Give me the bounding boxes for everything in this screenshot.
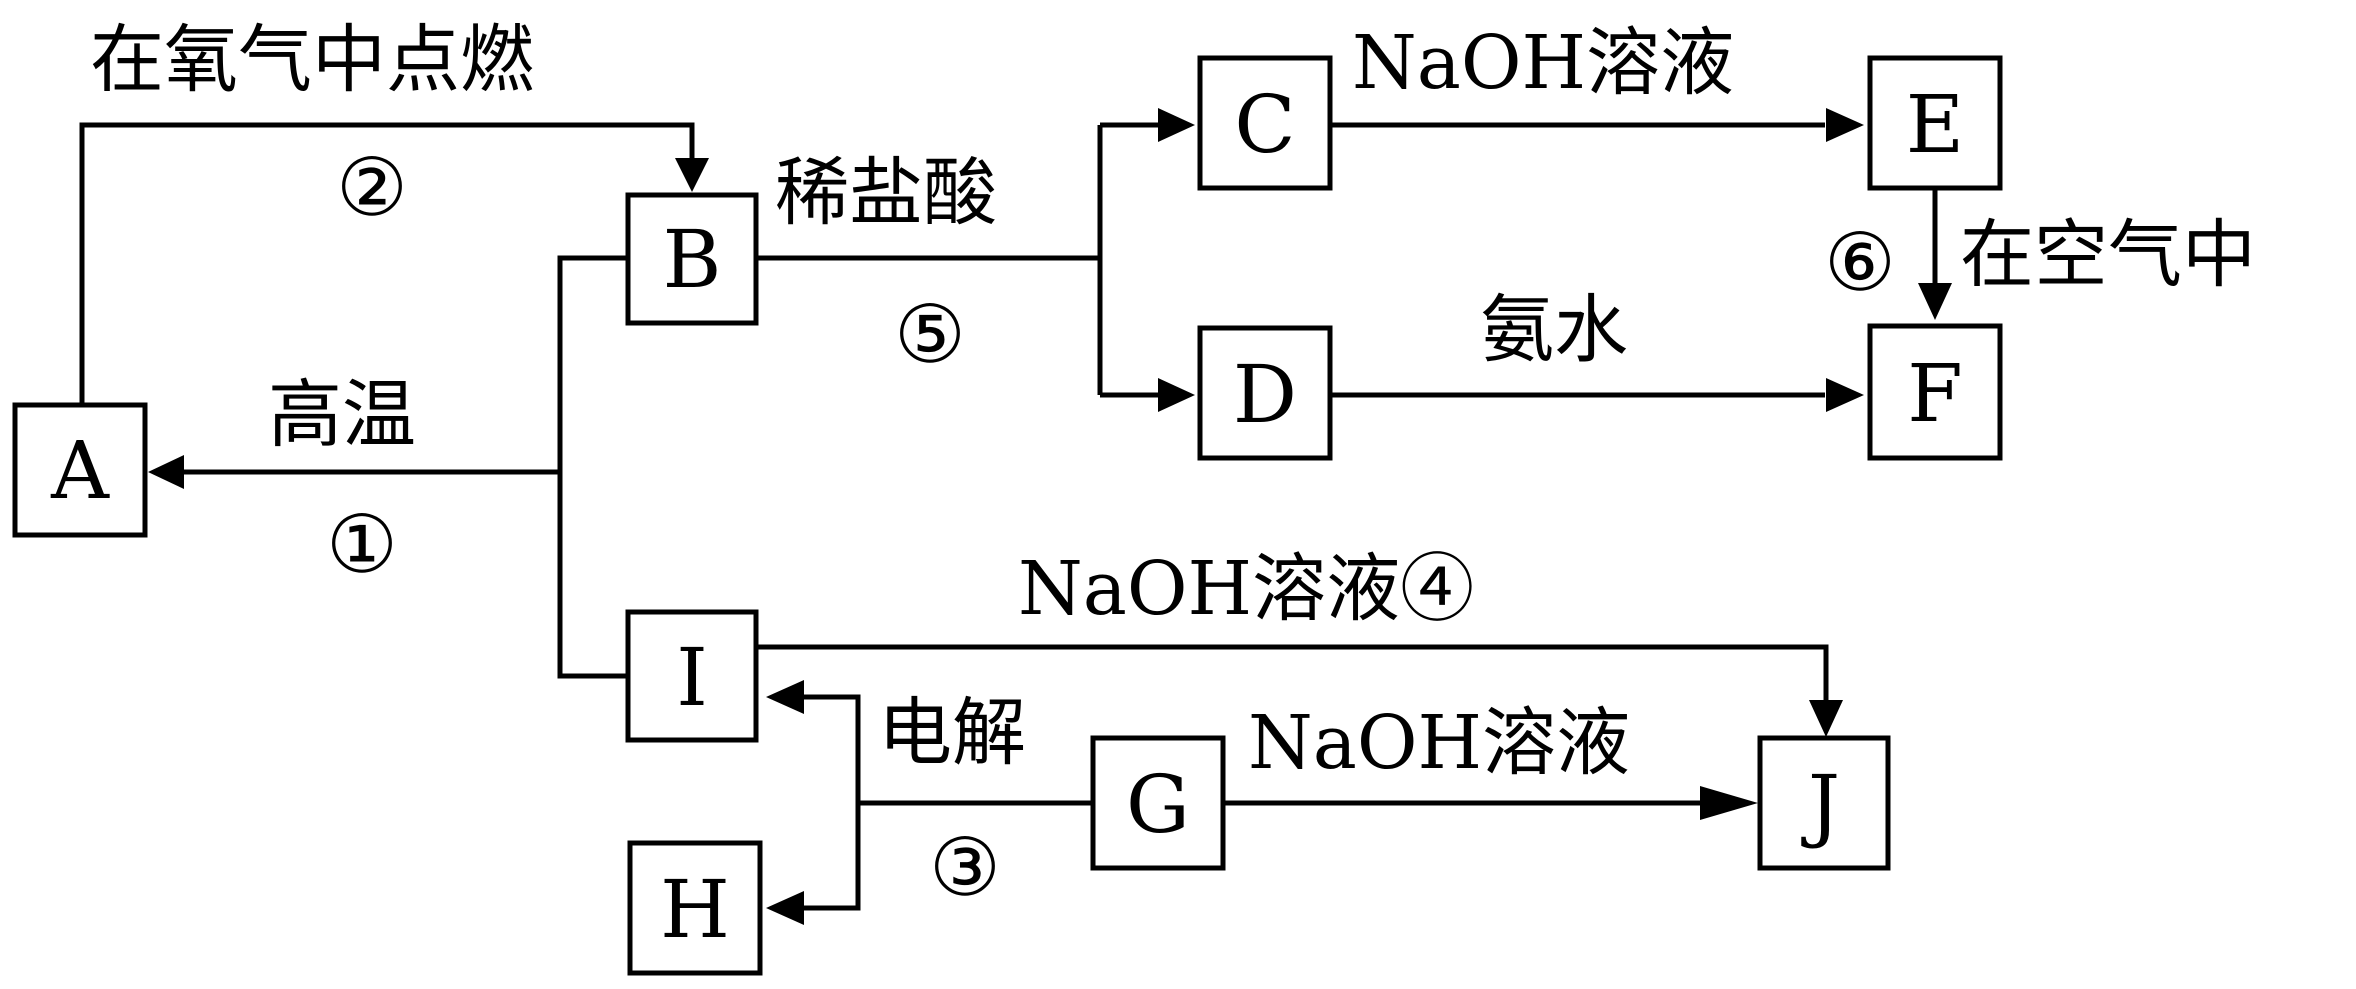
node-box-j xyxy=(1757,735,1891,871)
node-label-j: J xyxy=(1801,758,1840,851)
arrowhead-e-to-f xyxy=(1918,283,1952,320)
node-box-g xyxy=(1090,735,1226,871)
node-label-h: H xyxy=(660,863,730,956)
arrowhead-to-h xyxy=(766,891,804,925)
node-box-b xyxy=(625,192,759,326)
label-number-5: ⑤ xyxy=(894,288,966,381)
label-condition-1: 高温 xyxy=(268,372,416,458)
node-box-h xyxy=(627,840,763,976)
label-number-2: ② xyxy=(336,141,408,234)
edge-a-to-b-line xyxy=(79,122,695,403)
label-condition-3: 电解 xyxy=(878,690,1026,776)
label-condition-d-to-f: 氨水 xyxy=(1480,287,1628,373)
label-condition-g-to-j: NaOH溶液 xyxy=(1248,700,1630,786)
arrowhead-g-to-j xyxy=(1700,786,1758,820)
label-condition-2: 在氧气中点燃 xyxy=(90,17,534,103)
label-condition-6: 在空气中 xyxy=(1960,212,2256,298)
edge-b-bracket-line xyxy=(557,255,628,679)
node-label-e: E xyxy=(1906,78,1964,171)
edge-electrolysis-bracket-line xyxy=(802,694,861,911)
arrowhead-to-b xyxy=(675,158,709,192)
node-box-f xyxy=(1867,323,2003,461)
node-label-c: C xyxy=(1234,78,1295,171)
edge-i-to-j-line xyxy=(757,644,1829,702)
node-box-c xyxy=(1197,55,1333,191)
arrowhead-to-a xyxy=(148,455,184,489)
node-label-b: B xyxy=(663,213,722,306)
node-box-d xyxy=(1197,325,1333,461)
node-label-f: F xyxy=(1907,347,1963,440)
node-label-i: I xyxy=(676,631,708,724)
label-condition-4: NaOH溶液④ xyxy=(1018,546,1474,632)
node-box-a xyxy=(12,402,148,538)
label-number-1: ① xyxy=(326,498,398,591)
arrowhead-to-c xyxy=(1158,108,1195,142)
label-number-6: ⑥ xyxy=(1824,216,1896,309)
arrowhead-to-i xyxy=(766,680,804,714)
node-label-g: G xyxy=(1126,758,1190,851)
node-label-a: A xyxy=(50,424,110,517)
label-condition-5: 稀盐酸 xyxy=(775,150,997,236)
node-box-e xyxy=(1867,55,2003,191)
arrowhead-to-d xyxy=(1158,378,1195,412)
label-condition-c-to-e: NaOH溶液 xyxy=(1352,20,1734,106)
node-box-i xyxy=(625,609,759,743)
arrowhead-to-j-from-i xyxy=(1809,700,1843,737)
arrowhead-to-e xyxy=(1826,108,1864,142)
node-label-d: D xyxy=(1233,348,1297,441)
arrowhead-d-to-f xyxy=(1826,378,1864,412)
label-number-3: ③ xyxy=(929,821,1001,914)
